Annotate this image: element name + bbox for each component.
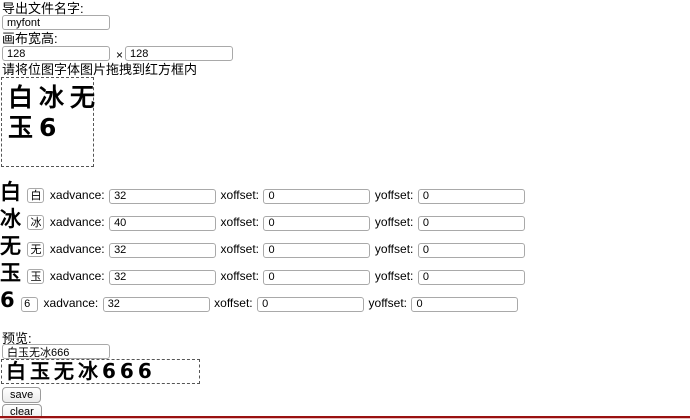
preview-render-text: 白玉无冰666 [6, 359, 156, 383]
yoffset-input[interactable] [411, 296, 519, 312]
preview-render-box: 白玉无冰666 [1, 359, 200, 384]
canvas-width-input[interactable] [2, 46, 110, 61]
glyph-row: 白 xadvance: xoffset: yoffset: [0, 179, 525, 206]
glyph-image: 白 [0, 180, 21, 204]
xadvance-label: xadvance: [49, 215, 105, 229]
xadvance-label: xadvance: [49, 269, 105, 283]
save-button[interactable]: save [2, 387, 42, 403]
yoffset-label: yoffset: [374, 215, 414, 229]
xoffset-label: xoffset: [220, 242, 259, 256]
xadvance-input[interactable] [109, 242, 217, 258]
canvas-height-input[interactable] [125, 46, 233, 61]
times-sign: × [116, 48, 124, 62]
xoffset-label: xoffset: [220, 215, 259, 229]
canvas-size-label: 画布宽高: [2, 31, 58, 46]
xadvance-input[interactable] [109, 188, 217, 204]
glyph-row: 玉 xadvance: xoffset: yoffset: [0, 260, 525, 287]
glyph-row: 无 xadvance: xoffset: yoffset: [0, 233, 525, 260]
yoffset-label: yoffset: [374, 242, 414, 256]
xoffset-input[interactable] [263, 188, 371, 204]
xadvance-input[interactable] [109, 215, 217, 231]
glyph-image: 冰 [0, 207, 21, 231]
preview-label: 预览: [2, 331, 32, 346]
xadvance-input[interactable] [109, 269, 217, 285]
export-name-label: 导出文件名字: [2, 1, 84, 16]
yoffset-input[interactable] [417, 269, 525, 285]
red-divider [0, 416, 690, 419]
xadvance-label: xadvance: [49, 242, 105, 256]
yoffset-label: yoffset: [374, 188, 414, 202]
xoffset-input[interactable] [263, 242, 371, 258]
glyph-char-input[interactable] [27, 268, 45, 284]
glyph-row: 6 xadvance: xoffset: yoffset: [0, 287, 525, 314]
xoffset-label: xoffset: [220, 188, 259, 202]
xadvance-label: xadvance: [43, 296, 99, 310]
export-name-input[interactable] [2, 15, 110, 30]
xadvance-input[interactable] [102, 296, 210, 312]
glyph-char-input[interactable] [21, 296, 39, 312]
glyph-image: 6 [0, 288, 15, 312]
yoffset-input[interactable] [417, 215, 525, 231]
yoffset-label: yoffset: [374, 269, 414, 283]
yoffset-input[interactable] [417, 242, 525, 258]
glyph-dropzone[interactable]: 白冰无 玉6 [1, 77, 102, 167]
yoffset-input[interactable] [417, 188, 525, 204]
xadvance-label: xadvance: [49, 188, 105, 202]
yoffset-label: yoffset: [368, 296, 407, 310]
xoffset-label: xoffset: [220, 269, 259, 283]
preview-input[interactable] [2, 344, 110, 359]
xoffset-label: xoffset: [214, 296, 253, 310]
drop-hint: 请将位图字体图片拖拽到红方框内 [2, 62, 198, 77]
glyph-char-input[interactable] [27, 241, 45, 257]
glyph-image: 无 [0, 234, 21, 258]
glyph-char-input[interactable] [27, 214, 45, 230]
xoffset-input[interactable] [263, 215, 371, 231]
glyph-image: 玉 [0, 261, 21, 285]
dropzone-glyph-line[interactable]: 白冰无 [8, 83, 102, 112]
glyph-rows-list: 白 xadvance: xoffset: yoffset: 冰 xadvance… [0, 179, 525, 314]
xoffset-input[interactable] [263, 269, 371, 285]
dropzone-glyph-line[interactable]: 玉6 [8, 113, 63, 142]
xoffset-input[interactable] [257, 296, 365, 312]
glyph-char-input[interactable] [27, 187, 45, 203]
glyph-row: 冰 xadvance: xoffset: yoffset: [0, 206, 525, 233]
